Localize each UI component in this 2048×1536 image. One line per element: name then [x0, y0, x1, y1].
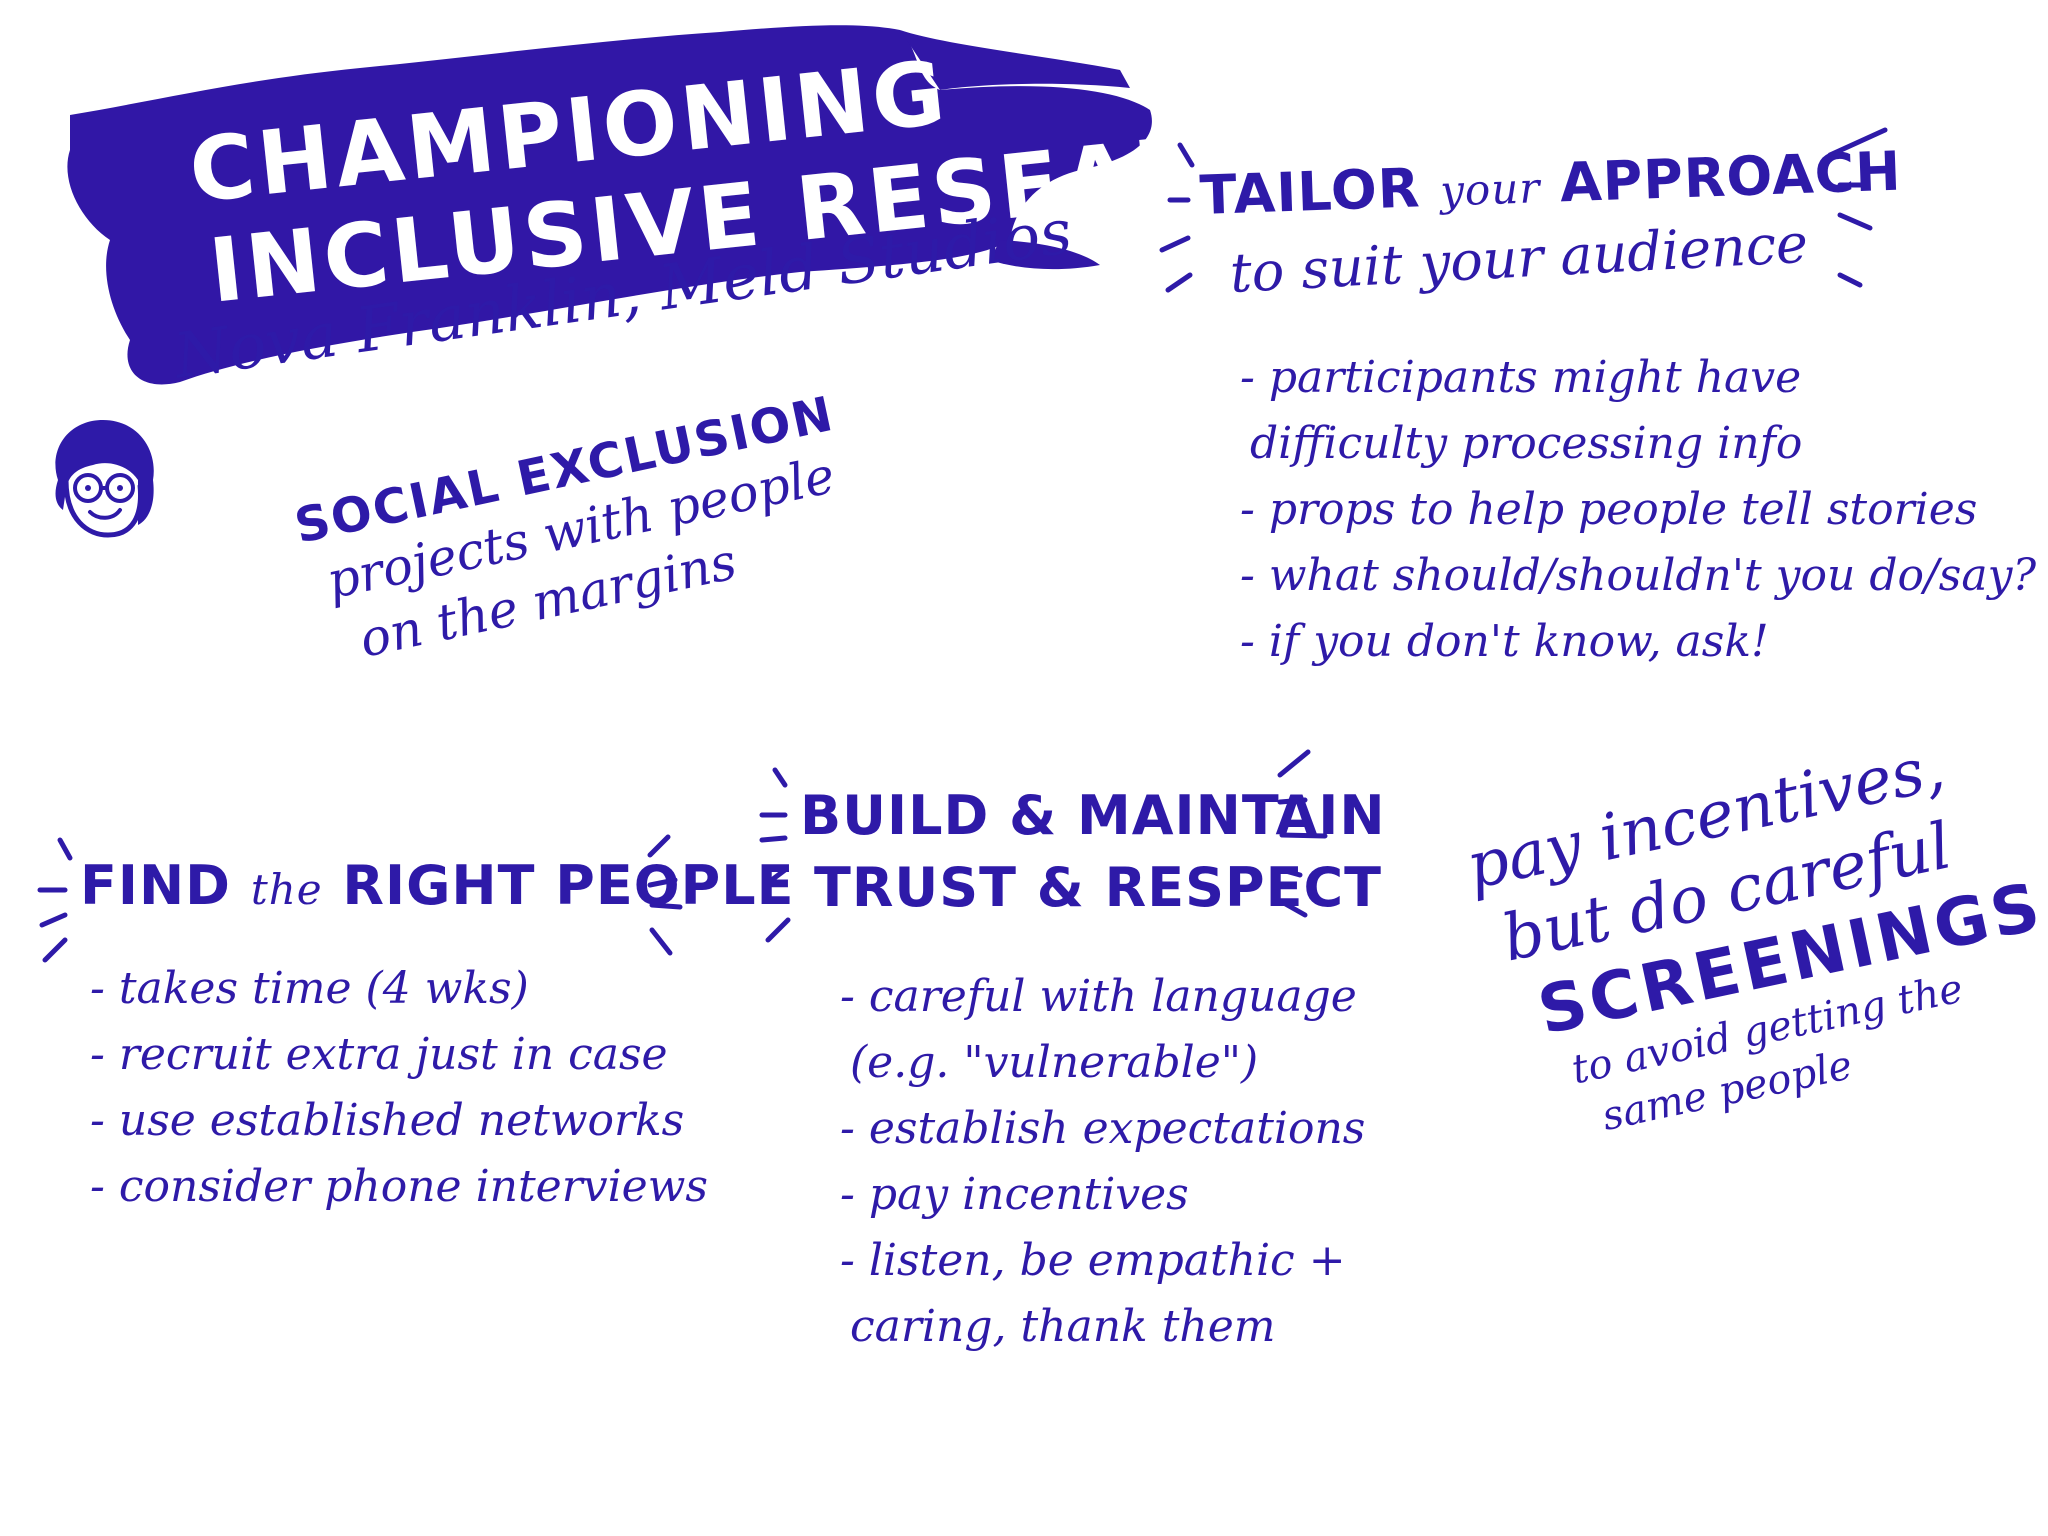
build-heading-line-1: BUILD & MAINTAIN	[800, 784, 1386, 847]
build-bullet-continuation-text: (e.g. "vulnerable")	[850, 1037, 1259, 1088]
person-with-glasses-icon	[55, 420, 154, 538]
build-bullet: pay incentives	[840, 1162, 1386, 1228]
social-exclusion-block: SOCIAL EXCLUSION projects with people on…	[290, 386, 866, 680]
build-bullet-text: listen, be empathic +	[868, 1235, 1346, 1286]
tailor-heading-word-3: APPROACH	[1558, 139, 1903, 215]
build-bullet-text: pay incentives	[868, 1169, 1189, 1220]
find-bullet-text: takes time (4 wks)	[118, 963, 529, 1014]
pay-incentives-note: pay incentives, but do careful SCREENING…	[1460, 715, 2048, 1160]
find-bullet-text: recruit extra just in case	[118, 1029, 668, 1080]
brush-stroke-banner	[67, 25, 1152, 385]
find-bullet: use established networks	[90, 1088, 795, 1154]
find-heading: FIND the RIGHT PEOPLE	[80, 850, 795, 926]
tailor-bullet-list: participants might have difficulty proce…	[1240, 345, 2036, 675]
tailor-bullet: what should/shouldn't you do/say?	[1240, 543, 2036, 609]
tailor-heading-word-2: your	[1439, 163, 1542, 216]
tailor-bullet: participants might have	[1240, 345, 2036, 411]
emphasis-burst-right-icon	[647, 834, 683, 956]
tailor-bullet: if you don't know, ask!	[1240, 609, 2036, 675]
build-bullet-continuation: caring, thank them	[840, 1294, 1386, 1360]
tailor-approach-section: TAILOR your APPROACH to suit your audien…	[1199, 140, 2036, 675]
emphasis-burst-left-icon	[37, 837, 73, 963]
find-bullet-text: use established networks	[118, 1095, 685, 1146]
tailor-bullet-text: if you don't know, ask!	[1268, 616, 1769, 667]
find-right-people-section: FIND the RIGHT PEOPLE takes time (4 wks)…	[80, 850, 795, 1220]
emphasis-burst-right-icon	[1277, 749, 1328, 918]
build-bullet: careful with language	[840, 964, 1386, 1030]
find-heading-word-1: FIND	[80, 854, 231, 917]
find-bullet-list: takes time (4 wks) recruit extra just in…	[90, 956, 795, 1220]
find-bullet: takes time (4 wks)	[90, 956, 795, 1022]
tailor-bullet-text: props to help people tell stories	[1268, 484, 1978, 535]
find-bullet: recruit extra just in case	[90, 1022, 795, 1088]
build-bullet-continuation-text: caring, thank them	[850, 1301, 1276, 1352]
tailor-bullet-text: what should/shouldn't you do/say?	[1268, 550, 2037, 601]
tailor-bullet: props to help people tell stories	[1240, 477, 2036, 543]
emphasis-burst-right-icon	[1827, 127, 1888, 288]
find-bullet-text: consider phone interviews	[118, 1161, 708, 1212]
emphasis-burst-left-icon	[759, 767, 791, 943]
emphasis-burst-left-icon	[1159, 142, 1195, 293]
tailor-bullet-text: participants might have	[1268, 352, 1802, 403]
find-heading-word-3: RIGHT PEOPLE	[342, 854, 795, 917]
tailor-bullet-continuation: difficulty processing info	[1240, 411, 2036, 477]
find-bullet: consider phone interviews	[90, 1154, 795, 1220]
title-banner: CHAMPIONING INCLUSIVE RESEARCH	[40, 10, 1357, 410]
find-heading-word-2: the	[250, 865, 323, 914]
build-bullet-text: establish expectations	[868, 1103, 1366, 1154]
build-bullet-list: careful with language (e.g. "vulnerable"…	[840, 964, 1386, 1360]
build-bullet: listen, be empathic +	[840, 1228, 1386, 1294]
tailor-bullet-continuation-text: difficulty processing info	[1250, 418, 1803, 469]
build-bullet: establish expectations	[840, 1096, 1386, 1162]
build-bullet-text: careful with language	[868, 971, 1357, 1022]
tailor-heading-word-1: TAILOR	[1198, 156, 1422, 227]
build-heading-line-2: TRUST & RESPECT	[814, 856, 1382, 919]
build-bullet-continuation: (e.g. "vulnerable")	[840, 1030, 1386, 1096]
build-trust-section: BUILD & MAINTAIN TRUST & RESPECT careful…	[800, 780, 1386, 1360]
